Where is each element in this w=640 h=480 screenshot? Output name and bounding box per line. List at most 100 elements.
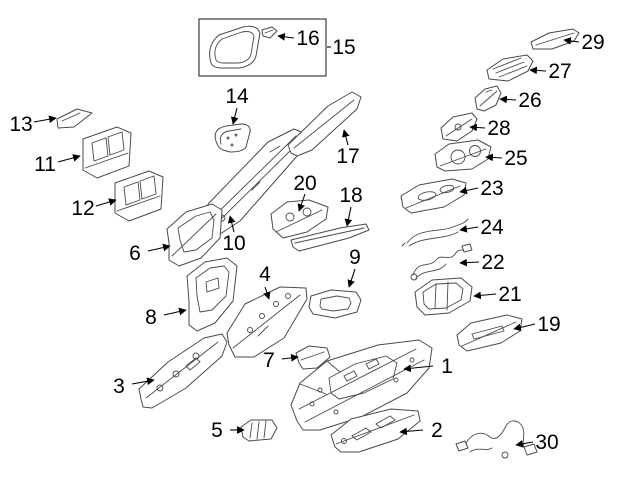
- callout-label: 28: [487, 117, 510, 140]
- part-16-clip: [261, 26, 278, 39]
- callout-2: 2: [399, 419, 443, 442]
- callout-14: 14: [225, 85, 249, 125]
- part-18-trim-strip: [290, 223, 370, 252]
- leader-line: [347, 268, 356, 288]
- part-22-wiring-harness: [410, 243, 473, 281]
- callout-label: 17: [336, 145, 359, 168]
- callout-label: 1: [441, 355, 453, 378]
- leader-line: [297, 193, 306, 212]
- part-27-vent-grille: [486, 54, 534, 82]
- callout-6: 6: [129, 242, 171, 265]
- callout-22: 22: [459, 251, 505, 274]
- part-29-trim-strip-rear: [530, 28, 580, 50]
- leader-line: [469, 123, 486, 132]
- callout-label: 15: [332, 36, 355, 59]
- leader-line: [230, 107, 239, 125]
- callout-19: 19: [513, 313, 561, 336]
- callout-label: 24: [480, 216, 504, 239]
- callout-label: 21: [498, 283, 521, 306]
- callout-3: 3: [113, 375, 155, 398]
- part-30-cable: [455, 420, 538, 459]
- callout-label: 7: [263, 349, 275, 372]
- callout-4: 4: [259, 263, 271, 300]
- part-8-rear-bracket: [186, 257, 238, 332]
- callout-29: 29: [563, 31, 605, 54]
- part-25-cupholder-insert: [434, 139, 492, 172]
- part-2-lower-bracket-plate: [330, 408, 421, 453]
- callout-17: 17: [336, 129, 360, 168]
- part-24-release-cable: [401, 218, 469, 247]
- part-28-small-bracket: [440, 112, 478, 142]
- callout-label: 5: [211, 419, 223, 442]
- leader-line: [147, 243, 171, 252]
- callout-label: 27: [548, 60, 571, 83]
- callout-25: 25: [485, 147, 528, 170]
- callout-label: 3: [113, 375, 125, 398]
- part-11-cupholder-housing: [82, 126, 132, 179]
- part-19-side-finish-panel: [456, 314, 523, 352]
- leader-line: [473, 291, 497, 300]
- leader-line: [459, 186, 479, 195]
- callout-27: 27: [529, 60, 572, 83]
- part-4-side-panel: [226, 286, 308, 358]
- callout-18: 18: [339, 184, 363, 227]
- callout-label: 19: [537, 313, 560, 336]
- part-15-lid-kit-box: [198, 18, 327, 77]
- part-23-trim-plate: [400, 178, 467, 214]
- leader-line: [33, 115, 57, 124]
- callout-label: 30: [535, 431, 558, 454]
- callout-7: 7: [263, 349, 299, 372]
- callout-24: 24: [459, 216, 504, 239]
- callout-label: 9: [349, 246, 361, 269]
- callout-label: 11: [34, 153, 56, 176]
- part-1-console-main-body: [290, 339, 433, 431]
- leader-line: [277, 33, 295, 41]
- part-12-cupholder-housing: [114, 170, 164, 222]
- callout-15: 15: [327, 36, 356, 59]
- leader-line: [344, 206, 353, 227]
- callout-23: 23: [459, 177, 504, 200]
- callout-label: 25: [504, 147, 527, 170]
- callout-1: 1: [403, 355, 453, 378]
- callout-21: 21: [473, 283, 522, 306]
- callout-label: 8: [145, 306, 157, 329]
- leader-line: [515, 440, 534, 448]
- part-9-mount-frame: [308, 289, 362, 319]
- part-14-pad: [214, 123, 251, 153]
- leader-line: [459, 258, 480, 267]
- part-21-storage-bracket: [414, 277, 473, 316]
- callout-label: 20: [293, 172, 316, 195]
- leader-line: [281, 354, 299, 362]
- leader-line: [57, 154, 81, 163]
- leader-line: [499, 95, 517, 104]
- callout-13: 13: [9, 113, 57, 136]
- callout-label: 2: [431, 419, 443, 442]
- leader-line: [513, 323, 536, 332]
- part-26-small-support: [474, 85, 502, 112]
- callout-28: 28: [469, 117, 511, 140]
- leader-line: [342, 129, 350, 146]
- leader-line: [163, 307, 187, 316]
- callout-8: 8: [145, 306, 187, 329]
- leader-line: [227, 215, 236, 233]
- part-7-insulator-pad: [295, 345, 331, 370]
- callout-label: 22: [481, 251, 504, 274]
- callout-10: 10: [222, 215, 246, 255]
- part-20-bracket: [270, 199, 329, 239]
- callout-16: 16: [277, 27, 320, 50]
- callout-label: 26: [518, 89, 541, 112]
- leader-line: [563, 37, 580, 45]
- leader-line: [263, 286, 271, 300]
- callout-label: 18: [339, 184, 362, 207]
- callout-12: 12: [71, 197, 117, 220]
- callout-label: 29: [581, 31, 604, 54]
- leader-line: [529, 66, 547, 75]
- callout-9: 9: [347, 246, 361, 288]
- part-5-switch-block: [240, 419, 278, 442]
- leader-line: [403, 364, 434, 373]
- leader-line: [399, 427, 424, 436]
- part-3-side-panel-left: [138, 333, 228, 409]
- callout-26: 26: [499, 89, 542, 112]
